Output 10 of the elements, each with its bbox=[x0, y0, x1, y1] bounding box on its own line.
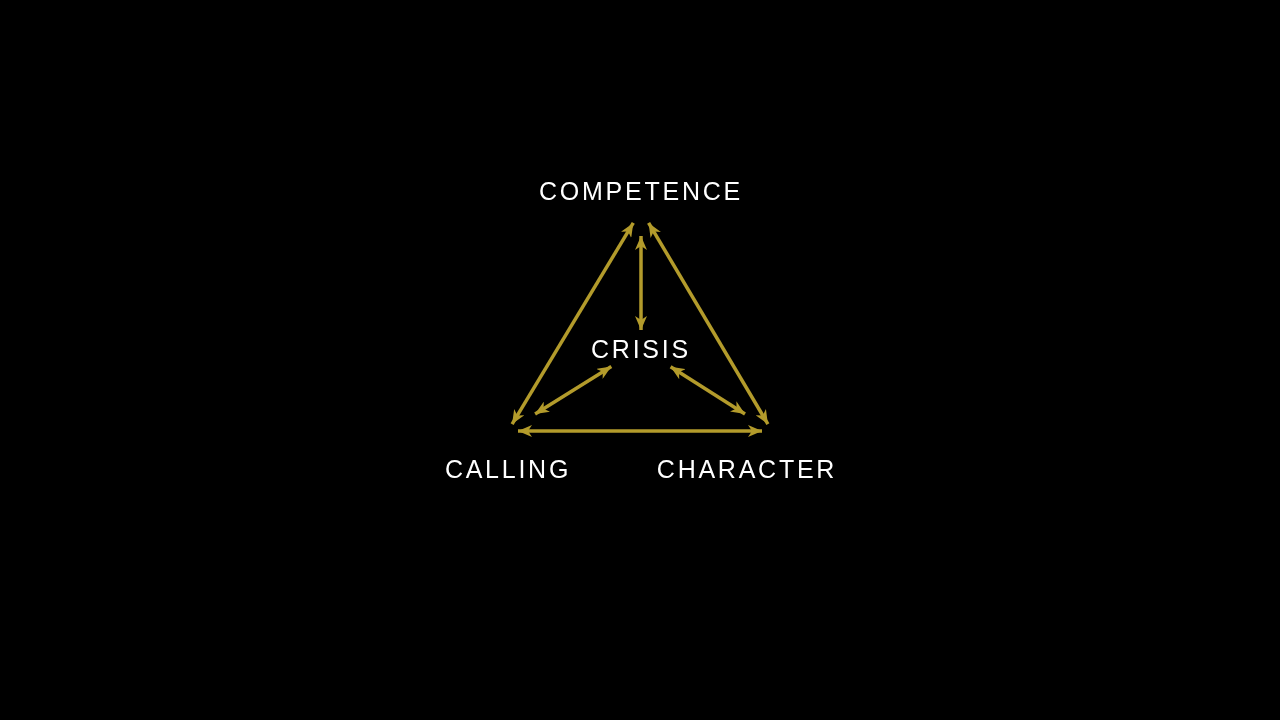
concept-label: COMPETENCE bbox=[539, 179, 743, 204]
double-headed-arrow bbox=[534, 365, 613, 416]
double-headed-arrow bbox=[669, 365, 746, 416]
concept-label: CRISIS bbox=[591, 337, 691, 362]
double-headed-arrow bbox=[635, 236, 647, 330]
double-headed-arrow bbox=[647, 222, 770, 425]
double-headed-arrow bbox=[518, 425, 762, 437]
concept-label: CHARACTER bbox=[656, 457, 838, 482]
double-headed-arrow bbox=[510, 222, 635, 425]
concept-label: CALLING bbox=[444, 457, 572, 482]
